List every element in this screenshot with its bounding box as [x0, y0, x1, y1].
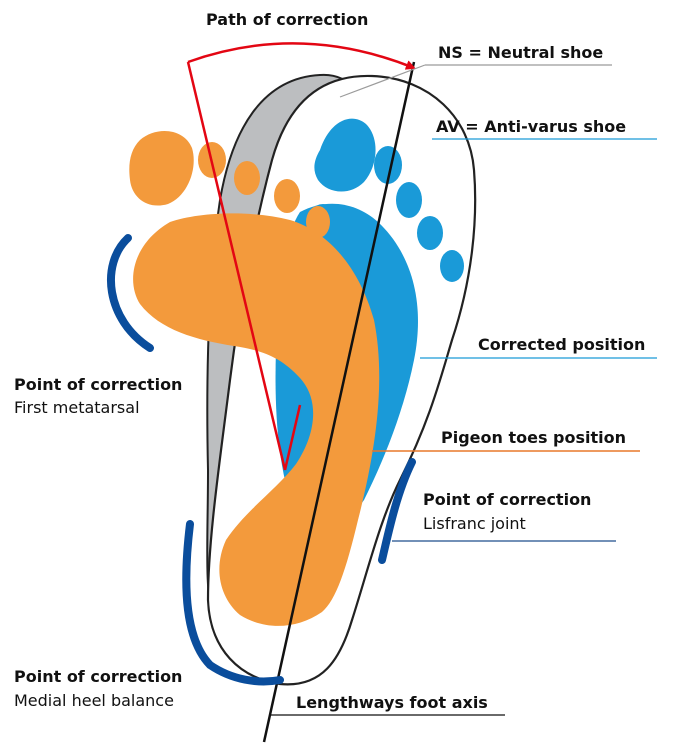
corrected-toe-3: [396, 182, 422, 218]
pigeon-toes-position-label: Pigeon toes position: [441, 428, 626, 447]
pigeon-toe-3: [234, 161, 260, 195]
pigeon-big-toe: [129, 131, 193, 206]
lisfranc-subtitle: Lisfranc joint: [423, 514, 526, 533]
path-of-correction-label: Path of correction: [206, 10, 368, 29]
anti-varus-shoe-label: AV = Anti-varus shoe: [436, 117, 626, 136]
corrected-position-label: Corrected position: [478, 335, 645, 354]
neutral-shoe-label: NS = Neutral shoe: [438, 43, 603, 62]
lisfranc-title: Point of correction: [423, 490, 591, 509]
correction-arc: [188, 43, 414, 68]
corrected-toe-5: [440, 250, 464, 282]
pigeon-toe-5: [306, 206, 330, 238]
first-metatarsal-subtitle: First metatarsal: [14, 398, 140, 417]
lengthways-axis-label: Lengthways foot axis: [296, 693, 488, 712]
pigeon-toe-4: [274, 179, 300, 213]
first-metatarsal-title: Point of correction: [14, 375, 182, 394]
heel-subtitle: Medial heel balance: [14, 691, 174, 710]
heel-title: Point of correction: [14, 667, 182, 686]
corrected-toe-4: [417, 216, 443, 250]
